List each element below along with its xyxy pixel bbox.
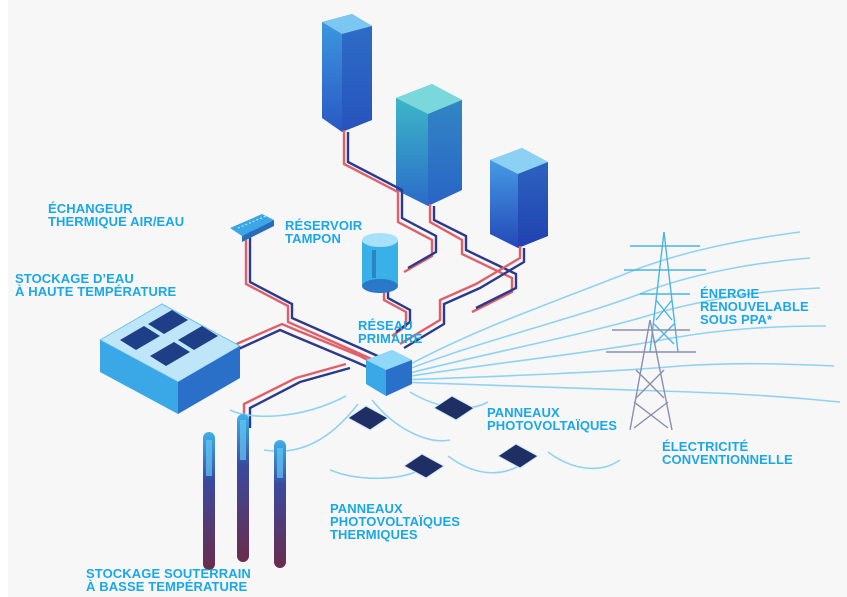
building-2 [396, 84, 462, 206]
buffer-tank [362, 233, 398, 293]
building-1 [322, 14, 372, 132]
pvt-panel-1 [403, 453, 445, 479]
primary-network-hub [366, 350, 412, 396]
building-3 [490, 148, 548, 248]
frame-edge [0, 0, 8, 597]
high-temp-storage [98, 303, 242, 414]
pvt-panel-2 [497, 443, 539, 469]
cable-network [229, 231, 841, 480]
renewable-pylon [624, 231, 706, 353]
heat-exchanger [230, 214, 274, 242]
pv-panel-2 [433, 395, 475, 421]
underground-storage [203, 414, 286, 570]
conventional-pylon [606, 319, 696, 431]
pv-panel-1 [347, 405, 389, 431]
